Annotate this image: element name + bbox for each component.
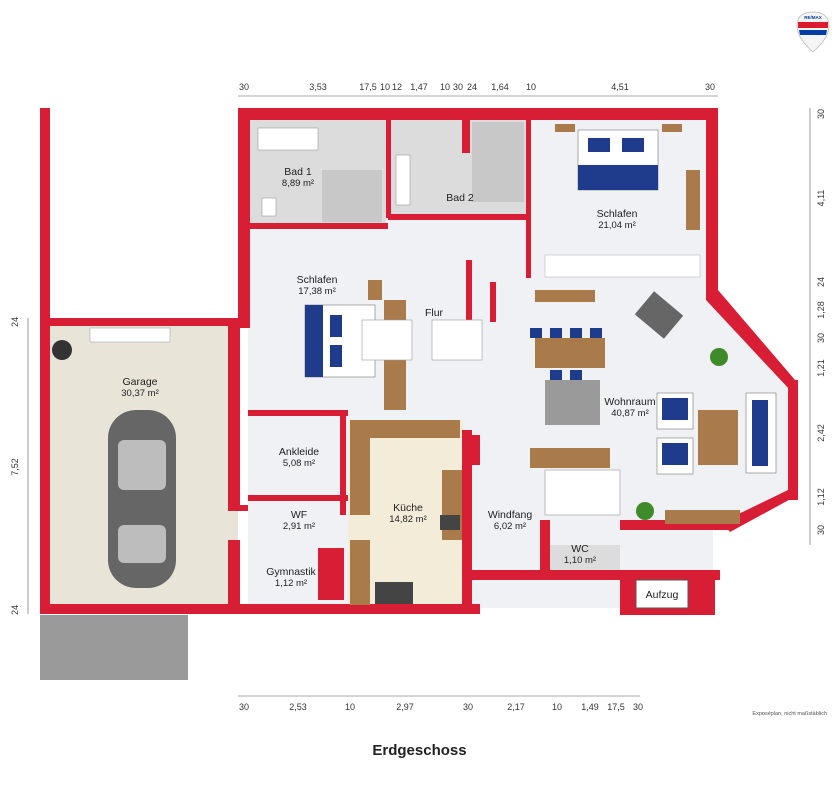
wohnraum-area: 40,87 m² <box>611 408 649 419</box>
plan-title: Erdgeschoss <box>372 742 467 759</box>
scale-note: Exposéplan, nicht maßstäblich <box>752 711 827 717</box>
dim-top-1: 30 <box>239 82 249 92</box>
dim-right-4: 1,28 <box>816 301 826 319</box>
schlafen-top-name: Schlafen <box>597 208 638 220</box>
wc-name: WC <box>571 543 589 555</box>
dim-bottom-2: 2,53 <box>289 702 307 712</box>
dim-right-5: 30 <box>816 333 826 343</box>
wc-area: 1,10 m² <box>564 555 596 566</box>
bad2-name: Bad 2 <box>446 192 474 204</box>
dim-right-2: 4,11 <box>816 190 826 207</box>
walls <box>40 108 798 615</box>
ankleide-area: 5,08 m² <box>283 458 315 469</box>
gymnastik-name: Gymnastik <box>266 566 316 578</box>
windfang-name: Windfang <box>488 509 533 521</box>
dim-left-3: 24 <box>10 605 20 615</box>
dim-right-9: 30 <box>816 525 826 535</box>
dim-bottom-10: 30 <box>633 702 643 712</box>
dim-right-7: 2,42 <box>816 424 826 442</box>
garage-name: Garage <box>122 376 157 388</box>
logo-text: RE/MAX <box>804 15 822 20</box>
bad1-name: Bad 1 <box>284 166 312 178</box>
dims-left: 24 7,52 24 <box>10 317 20 615</box>
dim-bottom-1: 30 <box>239 702 249 712</box>
dim-top-9: 24 <box>467 82 477 92</box>
wf-name: WF <box>291 509 307 521</box>
garage-area: 30,37 m² <box>121 388 159 399</box>
ankleide-name: Ankleide <box>279 446 319 458</box>
gymnastik-area: 1,12 m² <box>275 578 307 589</box>
dims-right: 30 4,11 24 1,28 30 1,21 2,42 1,12 30 <box>816 109 826 535</box>
driveway-pavers <box>40 615 188 680</box>
dim-left-2: 7,52 <box>10 458 20 476</box>
dim-right-3: 24 <box>816 277 826 287</box>
wohnraum-name: Wohnraum <box>604 396 655 408</box>
wc-floor <box>545 545 620 570</box>
dim-left-1: 24 <box>10 317 20 327</box>
dimension-lines <box>27 95 811 697</box>
dim-bottom-5: 30 <box>463 702 473 712</box>
dim-top-12: 4,51 <box>611 82 629 92</box>
wf-area: 2,91 m² <box>283 521 315 532</box>
dim-top-5: 12 <box>392 82 402 92</box>
dim-bottom-3: 10 <box>345 702 355 712</box>
windfang-area: 6,02 m² <box>494 521 526 532</box>
dim-top-2: 3,53 <box>309 82 327 92</box>
dim-bottom-6: 2,17 <box>507 702 525 712</box>
schlafen-top-area: 21,04 m² <box>598 220 636 231</box>
dims-top: 30 3,53 17,5 10 12 1,47 10 30 24 1,64 10… <box>239 82 715 92</box>
flur-name: Flur <box>425 307 444 319</box>
dim-top-8: 30 <box>453 82 463 92</box>
aufzug-name: Aufzug <box>646 589 679 601</box>
dim-top-11: 10 <box>526 82 536 92</box>
remax-logo: RE/MAX <box>796 11 830 53</box>
room-labels: Bad 1 8,89 m² Bad 2 Schlafen 21,04 m² Sc… <box>121 166 678 601</box>
bad1-area: 8,89 m² <box>282 178 314 189</box>
dim-top-13: 30 <box>705 82 715 92</box>
kueche-name: Küche <box>393 502 423 514</box>
furniture <box>52 122 777 609</box>
dim-top-6: 1,47 <box>410 82 428 92</box>
dim-top-7: 10 <box>440 82 450 92</box>
dim-bottom-4: 2,97 <box>396 702 414 712</box>
dim-bottom-9: 17,5 <box>607 702 625 712</box>
dim-top-3: 17,5 <box>359 82 377 92</box>
dims-bottom: 30 2,53 10 2,97 30 2,17 10 1,49 17,5 30 <box>239 702 643 712</box>
dim-right-1: 30 <box>816 109 826 119</box>
schlafen-left-name: Schlafen <box>297 274 338 286</box>
dim-top-4: 10 <box>380 82 390 92</box>
kueche-area: 14,82 m² <box>389 514 427 525</box>
dim-right-6: 1,21 <box>816 359 826 377</box>
dim-bottom-7: 10 <box>552 702 562 712</box>
dim-right-8: 1,12 <box>816 488 826 506</box>
dim-top-10: 1,64 <box>491 82 509 92</box>
schlafen-left-area: 17,38 m² <box>298 286 336 297</box>
dim-bottom-8: 1,49 <box>581 702 599 712</box>
